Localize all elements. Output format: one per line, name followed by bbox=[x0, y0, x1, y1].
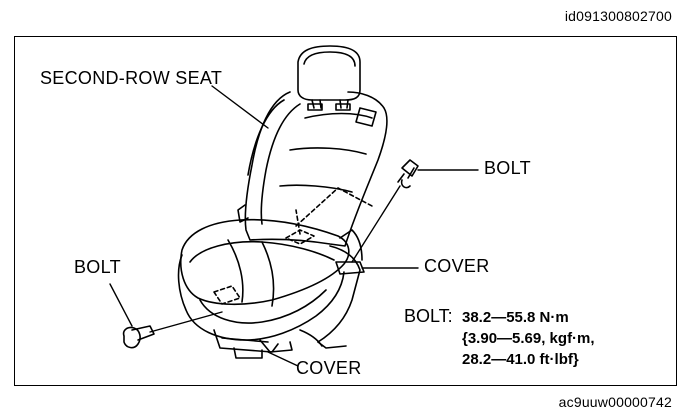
seatback bbox=[237, 91, 388, 247]
bolt-label-right: BOLT bbox=[484, 158, 531, 178]
torque-values: 38.2—55.8 N·m {3.90—5.69, kgf·m, 28.2—41… bbox=[462, 307, 595, 370]
second-row-seat-label: SECOND-ROW SEAT bbox=[40, 68, 223, 88]
cover-label-bottom: COVER bbox=[296, 358, 362, 378]
bolt-left-part bbox=[122, 325, 155, 349]
torque-label: BOLT: bbox=[404, 306, 453, 326]
document-id: id091300802700 bbox=[564, 8, 672, 24]
leader-lines bbox=[109, 85, 479, 367]
torque-specification: BOLT: 38.2—55.8 N·m {3.90—5.69, kgf·m, 2… bbox=[404, 306, 595, 370]
side-trim bbox=[299, 229, 365, 347]
cover-label-right: COVER bbox=[424, 256, 490, 276]
bolt-label-left: BOLT bbox=[74, 257, 121, 277]
torque-value-ftlbf: 28.2—41.0 ft·lbf} bbox=[462, 351, 579, 368]
seat-base bbox=[213, 329, 347, 359]
torque-value-nm: 38.2—55.8 N·m bbox=[462, 309, 569, 326]
seat-cushion bbox=[177, 218, 350, 341]
torque-value-kgfm: {3.90—5.69, kgf·m, bbox=[462, 330, 595, 347]
bolt-right-part bbox=[397, 159, 419, 189]
headrest bbox=[297, 45, 361, 111]
hidden-lines bbox=[213, 187, 373, 305]
image-code: ac9uuw00000742 bbox=[558, 394, 672, 410]
illustration-frame bbox=[14, 36, 677, 386]
